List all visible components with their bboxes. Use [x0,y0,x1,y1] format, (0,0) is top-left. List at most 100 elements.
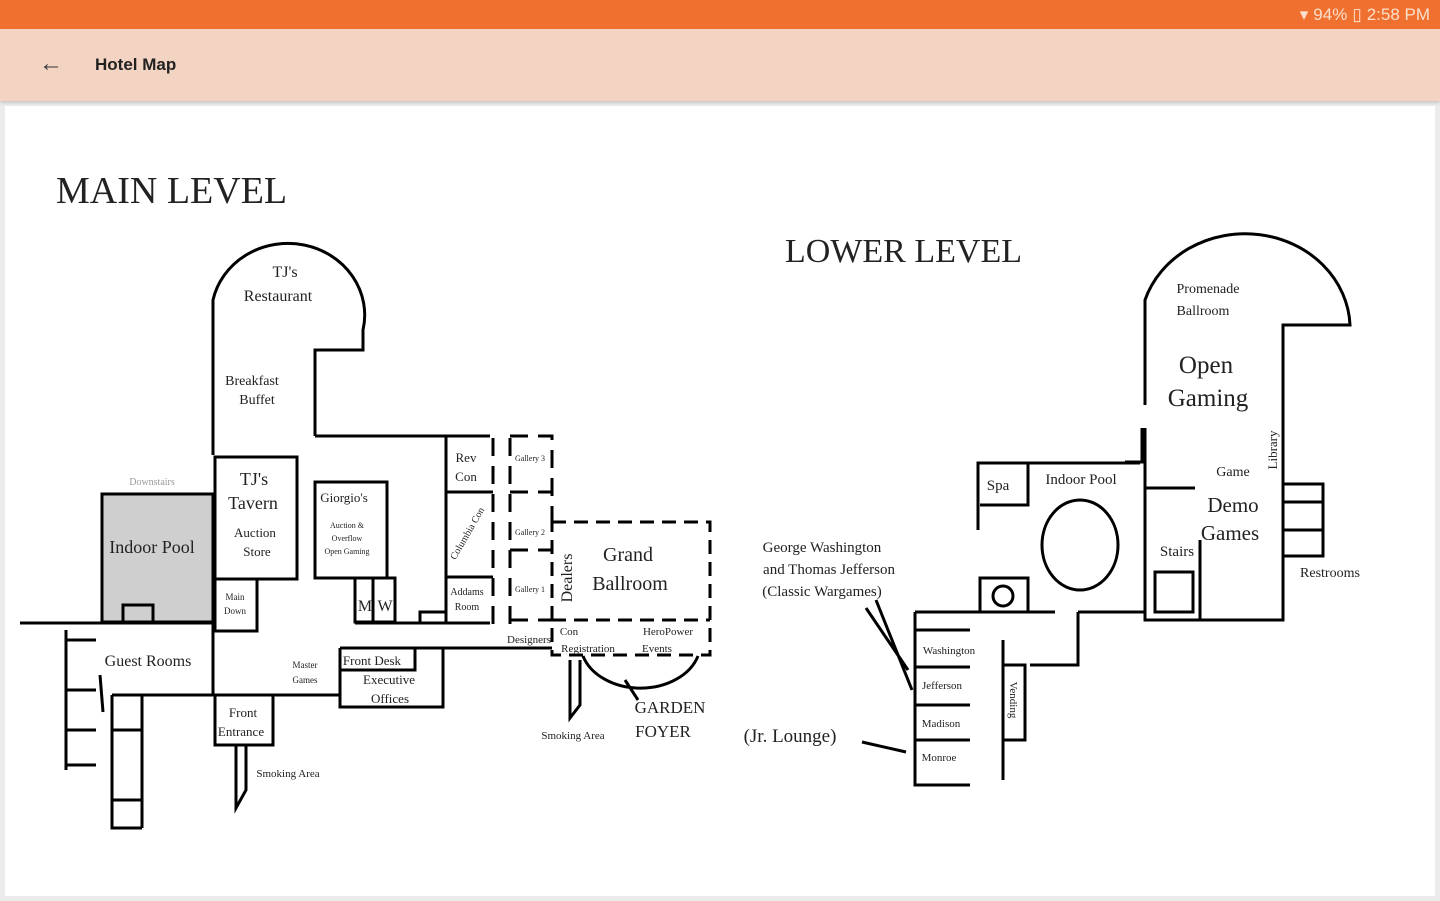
front-entrance-room [213,693,275,747]
label-addams: Addams [450,587,483,598]
front-smoking-path [234,745,248,814]
center-walls [211,434,490,695]
label-entrance: Entrance [218,724,264,739]
lower-indoor-pool [1040,498,1120,592]
battery-percent: 94% [1313,5,1348,24]
grand-ballroom-room [550,520,712,657]
label-gallery-2: Gallery 2 [515,528,545,537]
hotel-map[interactable]: MAIN LEVEL TJ's Restaurant Breakfast Buf… [5,106,1435,896]
label-restrooms: Restrooms [1300,566,1360,581]
label-monroe: Monroe [922,752,957,764]
label-jr-lounge: (Jr. Lounge) [744,726,837,747]
label-main: Main [226,592,245,602]
label-washington: Washington [923,645,976,657]
label-executive: Executive [363,672,415,687]
label-front: Front [229,705,258,720]
label-breakfast: Breakfast [225,374,279,389]
page-title: Hotel Map [95,55,177,74]
label-tjs-tavern: TJ's [240,469,268,489]
label-master: Master [293,660,318,670]
label-thomas-jefferson: and Thomas Jefferson [763,562,895,578]
stairs-box [1153,570,1195,614]
label-gallery-3: Gallery 3 [515,454,545,463]
indoor-pool-room [100,492,215,624]
label-designers: Designers [507,634,551,646]
label-columbia: Columbia Con [448,506,487,562]
label-con-reg: Con [560,626,579,638]
lower-level-heading: LOWER LEVEL [785,233,1022,270]
label-classic-wargames: (Classic Wargames) [762,584,881,600]
label-store: Store [243,544,271,559]
label-giorgios: Giorgio's [320,490,368,505]
label-madison: Madison [922,718,961,730]
label-promenade-ballroom: Ballroom [1177,304,1230,319]
label-dealers: Dealers [559,554,576,603]
battery-icon: ▯ [1352,5,1362,24]
label-down: Down [224,606,246,616]
wifi-icon: ▾ [1299,5,1309,24]
label-jefferson: Jefferson [922,680,963,692]
label-gaming: Gaming [1168,385,1249,412]
main-level-labels: TJ's Restaurant Breakfast Buffet Downsta… [105,264,706,780]
label-smoking-area: Smoking Area [256,768,319,780]
spa-pool-walls [976,461,1140,530]
pointer-lines [861,599,914,754]
front-desk-offices [338,646,552,709]
label-women: W [377,598,393,615]
back-arrow-icon[interactable]: ← [39,50,63,77]
center-lower-walls [355,436,493,625]
label-library: Library [1265,430,1280,469]
label-games: Games [293,675,318,685]
label-george-washington: George Washington [763,540,882,556]
lower-interior-walls [1125,428,1325,620]
label-room: Room [455,602,480,613]
smoking-area-path [568,660,582,723]
label-heropower: HeroPower [643,626,693,638]
label-auction: Auction [234,525,276,540]
label-garden: GARDEN [635,698,706,717]
label-giorgios-sub: Overflow [332,534,363,543]
label-buffet: Buffet [239,393,275,408]
label-foyer: FOYER [635,722,691,741]
garden-foyer-arch [581,655,700,701]
label-restaurant: Restaurant [244,288,313,305]
label-giorgios-sub: Auction & [330,521,365,530]
label-smoking-area: Smoking Area [541,730,604,742]
label-lower-indoor-pool: Indoor Pool [1045,472,1116,488]
label-events: Events [642,643,672,655]
label-demo: Demo [1207,493,1258,517]
label-grand: Grand [603,544,653,566]
main-level-heading: MAIN LEVEL [56,170,287,212]
status-bar: ▾ 94% ▯ 2:58 PM [0,0,1440,29]
label-vending: Vending [1007,682,1019,719]
label-stairs: Stairs [1160,544,1194,560]
label-giorgios-sub: Open Gaming [324,547,369,556]
guest-rooms-wings [64,630,213,830]
label-con: Con [455,469,477,484]
round-fixture [991,584,1015,608]
label-demo-games: Games [1201,521,1259,545]
main-down-room [213,577,259,633]
gallery-walls [491,434,554,625]
label-spa: Spa [987,478,1010,494]
label-guest-rooms: Guest Rooms [105,653,192,670]
promenade-ballroom-room [1143,232,1352,622]
tjs-restaurant-room [211,241,367,455]
label-indoor-pool: Indoor Pool [109,537,195,557]
label-rev: Rev [456,450,477,465]
arrow-icon [98,674,105,713]
lower-level-labels: Promenade Ballroom Open Gaming Library G… [744,282,1360,764]
label-registration: Registration [561,643,615,655]
app-bar: ← Hotel Map [0,29,1440,101]
meeting-rooms-walls [913,610,1145,787]
label-offices: Offices [371,691,409,706]
label-men: M [358,598,372,615]
clock: 2:58 PM [1366,5,1430,24]
label-tavern: Tavern [228,493,278,513]
label-open: Open [1179,352,1234,379]
label-front-desk: Front Desk [343,653,402,668]
label-game: Game [1216,465,1249,480]
label-tjs-restaurant: TJ's [272,264,297,281]
label-promenade: Promenade [1177,282,1240,297]
label-gallery-1: Gallery 1 [515,585,545,594]
